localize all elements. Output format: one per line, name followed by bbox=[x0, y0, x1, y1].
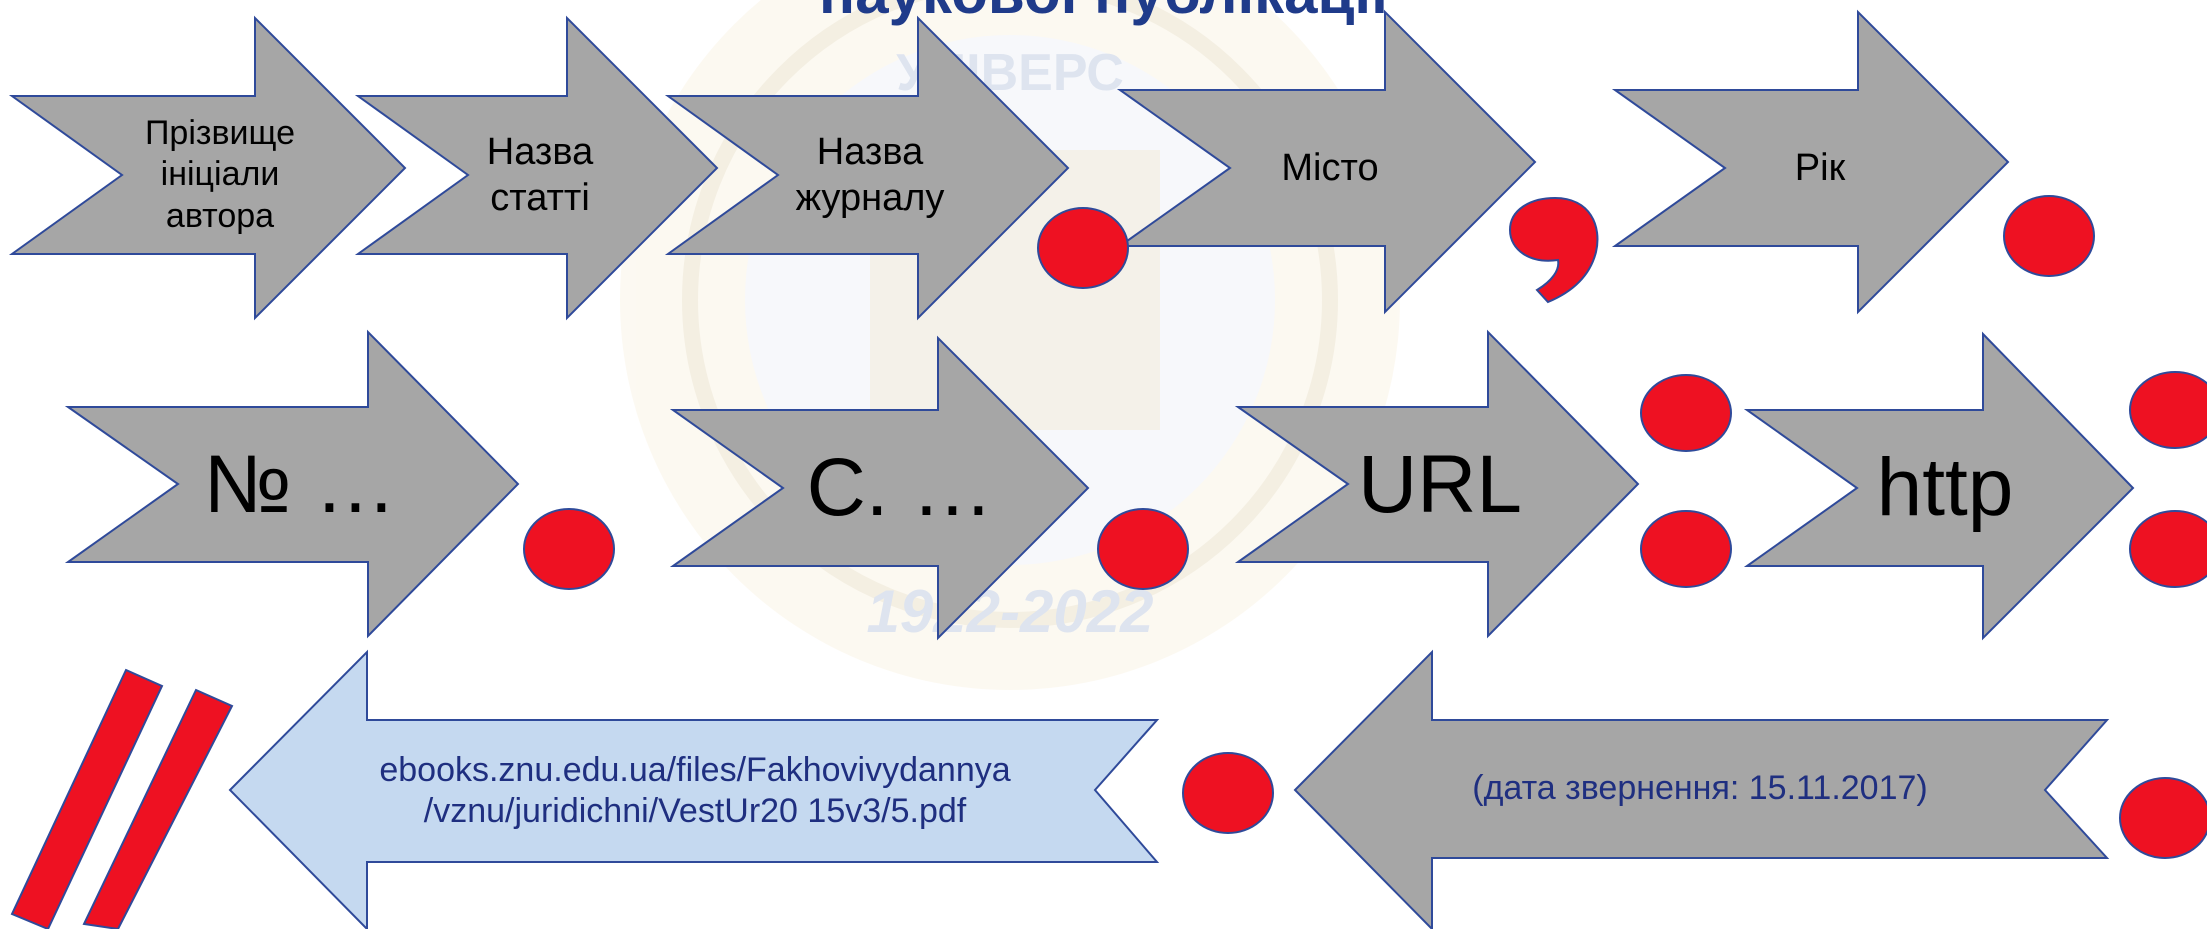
period-after-url-address bbox=[1182, 752, 1274, 834]
double-slash-right bbox=[82, 688, 234, 929]
label-author-line2: ініціали bbox=[160, 155, 280, 194]
colon-top-after-http bbox=[2129, 371, 2207, 449]
arrow-url-address bbox=[228, 649, 1160, 929]
comma-after-city bbox=[1508, 196, 1599, 304]
label-author: Прізвище ініціали автора bbox=[110, 96, 330, 254]
period-after-pages bbox=[1097, 508, 1189, 590]
label-pages: С. … bbox=[806, 442, 994, 533]
label-url-address-line1: ebooks.znu.edu.ua/files/Fakhovivydannya bbox=[379, 750, 1011, 789]
label-article-title-line2: статті bbox=[490, 177, 590, 219]
arrow-url bbox=[1234, 329, 1640, 639]
arrow-issue-number bbox=[64, 329, 520, 639]
label-issue-number: № … bbox=[203, 438, 397, 530]
slide-title: наукової публікації bbox=[0, 0, 2207, 27]
period-after-issue bbox=[523, 508, 615, 590]
label-city: Місто bbox=[1281, 146, 1379, 189]
period-after-access-date bbox=[2119, 777, 2207, 859]
arrow-year bbox=[1611, 9, 2010, 315]
label-journal-title-line2: журналу bbox=[795, 177, 945, 219]
arrow-access-date bbox=[1293, 649, 2110, 929]
label-year: Рік bbox=[1794, 146, 1846, 189]
colon-bottom-after-url bbox=[1640, 510, 1732, 588]
arrow-author bbox=[8, 15, 407, 321]
label-article-title: Назва статті bbox=[450, 96, 630, 254]
label-journal-title: Назва журналу bbox=[760, 96, 980, 254]
arrow-article-title bbox=[354, 15, 719, 321]
arrow-http bbox=[1743, 331, 2135, 641]
arrow-pages bbox=[669, 335, 1090, 641]
label-author-line1: Прізвище bbox=[144, 113, 296, 152]
label-journal-title-line1: Назва bbox=[816, 130, 924, 173]
arrow-journal-title bbox=[664, 15, 1070, 321]
label-article-title-line1: Назва bbox=[486, 130, 594, 173]
watermark-year: 1922-2022 bbox=[867, 578, 1154, 645]
label-url-address: ebooks.znu.edu.ua/files/Fakhovivydannya … bbox=[300, 720, 1090, 862]
double-slash-left bbox=[10, 668, 164, 929]
label-access-date: (дата звернення: 15.11.2017) bbox=[1472, 769, 1928, 808]
colon-bottom-after-http bbox=[2129, 510, 2207, 588]
label-author-line3: автора bbox=[165, 196, 275, 235]
label-url: URL bbox=[1357, 438, 1523, 530]
period-after-journal bbox=[1037, 207, 1129, 289]
colon-top-after-url bbox=[1640, 374, 1732, 452]
label-url-address-line2: /vznu/juridichni/VestUr20 15v3/5.pdf bbox=[423, 792, 967, 830]
label-http: http bbox=[1876, 442, 2014, 533]
arrow-city bbox=[1116, 9, 1537, 315]
period-after-year bbox=[2003, 195, 2095, 277]
